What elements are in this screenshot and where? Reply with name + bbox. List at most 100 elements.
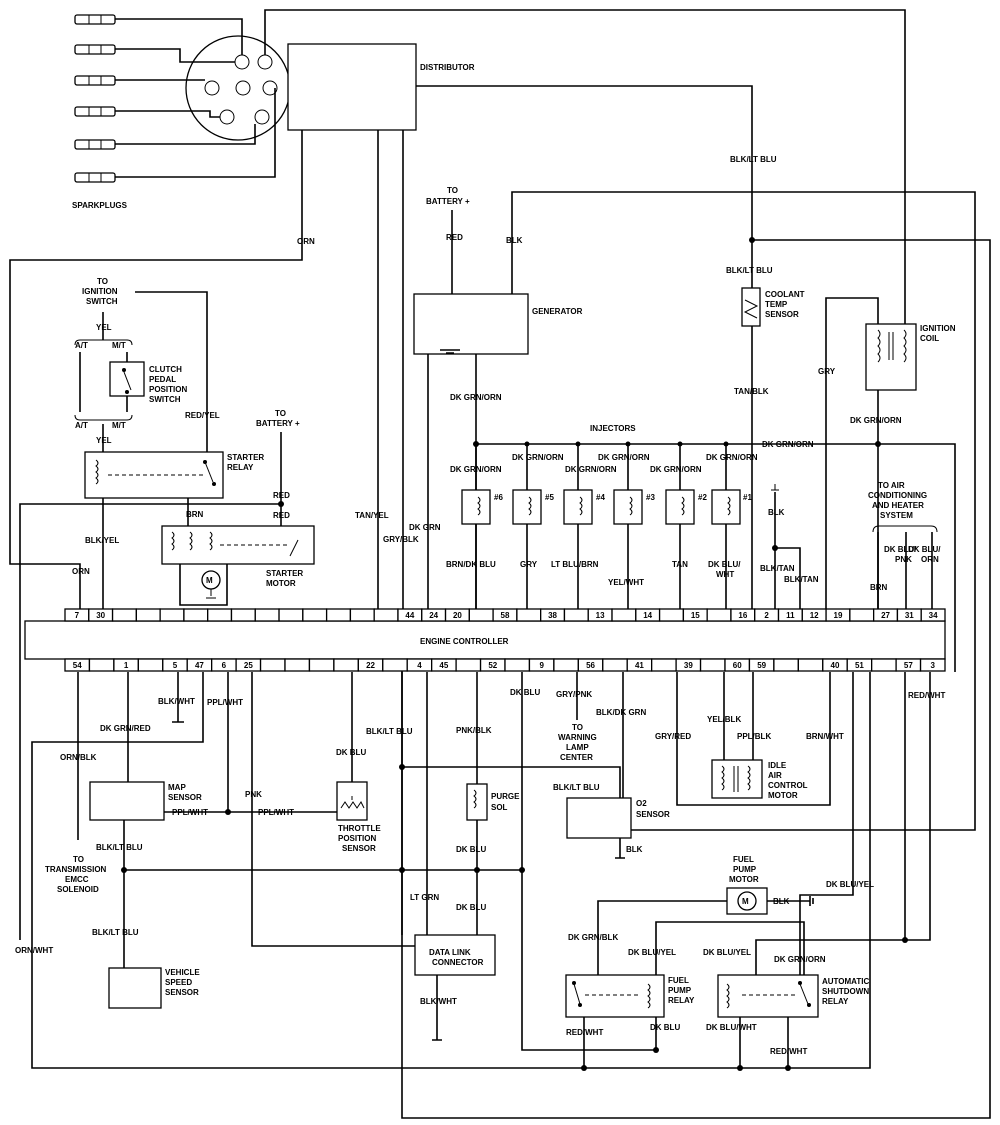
idle-air-control-motor (711, 759, 763, 799)
controller-pin-cell (382, 658, 408, 672)
controller-pin-label: 59 (757, 661, 766, 670)
svg-text:O2: O2 (636, 799, 647, 808)
controller-pin-label: 2 (764, 611, 769, 620)
svg-text:DATA LINK: DATA LINK (429, 948, 471, 957)
svg-text:TO: TO (275, 409, 286, 418)
svg-text:DK GRN/RED: DK GRN/RED (100, 724, 151, 733)
svg-text:DK GRN/ORN: DK GRN/ORN (762, 440, 814, 449)
svg-text:TRANSMISSION: TRANSMISSION (45, 865, 107, 874)
svg-text:PNK: PNK (895, 555, 912, 564)
controller-pin-label: 52 (488, 661, 497, 670)
controller-pin-cell (468, 608, 494, 622)
svg-text:M/T: M/T (112, 421, 126, 430)
svg-text:M: M (742, 897, 749, 906)
svg-text:RED: RED (446, 233, 463, 242)
controller-pin-cell (871, 658, 897, 672)
svg-text:BRN: BRN (870, 583, 888, 592)
svg-text:BLK/LT BLU: BLK/LT BLU (96, 843, 143, 852)
svg-text:BLK: BLK (768, 508, 785, 517)
svg-text:RED: RED (273, 511, 290, 520)
controller-pin-cell (230, 608, 256, 622)
svg-text:DK GRN/ORN: DK GRN/ORN (512, 453, 564, 462)
controller-pin-cell (308, 658, 335, 672)
controller-pin-cell (254, 608, 280, 622)
svg-text:DK BLU: DK BLU (336, 748, 366, 757)
ignition-coil (865, 323, 917, 391)
svg-text:TO: TO (73, 855, 84, 864)
controller-pin-label: 40 (831, 661, 840, 670)
svg-text:TAN: TAN (672, 560, 688, 569)
svg-text:DK BLU/YEL: DK BLU/YEL (628, 948, 676, 957)
controller-pin-cell (88, 658, 115, 672)
svg-text:RED: RED (273, 491, 290, 500)
controller-pin-cell (455, 658, 482, 672)
svg-text:POSITION: POSITION (149, 385, 187, 394)
svg-text:PPL/WHT: PPL/WHT (172, 808, 208, 817)
svg-text:DK GRN/ORN: DK GRN/ORN (850, 416, 902, 425)
svg-text:LT GRN: LT GRN (410, 893, 439, 902)
svg-text:ENGINE CONTROLLER: ENGINE CONTROLLER (420, 637, 509, 646)
svg-text:M: M (206, 576, 213, 585)
svg-text:BLK: BLK (626, 845, 643, 854)
svg-text:AND HEATER: AND HEATER (872, 501, 924, 510)
controller-pin-label: 27 (881, 611, 890, 620)
svg-text:BLK/WHT: BLK/WHT (158, 697, 195, 706)
svg-text:A/T: A/T (75, 341, 88, 350)
svg-text:VEHICLE: VEHICLE (165, 968, 200, 977)
svg-text:PPL/WHT: PPL/WHT (258, 808, 294, 817)
svg-text:PUMP: PUMP (668, 986, 692, 995)
svg-text:TO: TO (572, 723, 583, 732)
svg-text:CLUTCH: CLUTCH (149, 365, 182, 374)
svg-text:PNK/BLK: PNK/BLK (456, 726, 492, 735)
distributor: DISTRIBUTOR (185, 35, 475, 141)
controller-pin-label: 6 (222, 661, 227, 670)
svg-text:SENSOR: SENSOR (636, 810, 670, 819)
svg-text:RED/WHT: RED/WHT (566, 1028, 603, 1037)
map-sensor (89, 781, 165, 821)
controller-pin-cell (259, 658, 286, 672)
svg-text:BRN: BRN (186, 510, 204, 519)
svg-text:WHT: WHT (716, 570, 734, 579)
svg-text:#6: #6 (494, 493, 503, 502)
controller-pin-cell (651, 658, 677, 672)
controller-pin-label: 1 (124, 661, 129, 670)
controller-pin-cell (849, 608, 875, 622)
controller-pin-label: 11 (786, 611, 795, 620)
svg-text:POSITION: POSITION (338, 834, 376, 843)
controller-pin-label: 57 (904, 661, 913, 670)
o2-sensor (566, 797, 632, 839)
svg-text:TO: TO (97, 277, 108, 286)
controller-pin-label: 12 (810, 611, 819, 620)
svg-text:LAMP: LAMP (566, 743, 589, 752)
svg-text:GENERATOR: GENERATOR (532, 307, 583, 316)
injector-6: #6 (461, 441, 503, 612)
svg-text:DK GRN/ORN: DK GRN/ORN (450, 393, 502, 402)
svg-text:YEL: YEL (96, 436, 112, 445)
controller-pin-cell (563, 608, 589, 622)
injector-3: #3 (613, 441, 655, 612)
svg-text:BLK/TAN: BLK/TAN (784, 575, 819, 584)
svg-text:CONNECTOR: CONNECTOR (432, 958, 484, 967)
controller-pin-cell (773, 658, 799, 672)
svg-text:BLK: BLK (506, 236, 523, 245)
controller-pin-label: 19 (834, 611, 843, 620)
controller-pin-label: 34 (929, 611, 938, 620)
controller-pin-label: 22 (366, 661, 375, 670)
svg-text:DK BLU/: DK BLU/ (884, 545, 917, 554)
svg-text:SENSOR: SENSOR (165, 988, 199, 997)
svg-text:ORN/BLK: ORN/BLK (60, 753, 97, 762)
svg-text:MOTOR: MOTOR (768, 791, 798, 800)
svg-text:BLK/LT BLU: BLK/LT BLU (730, 155, 777, 164)
controller-pin-label: 56 (586, 661, 595, 670)
svg-text:DK GRN/BLK: DK GRN/BLK (568, 933, 618, 942)
svg-text:INJECTORS: INJECTORS (590, 424, 636, 433)
svg-text:STARTER: STARTER (227, 453, 264, 462)
svg-text:IGNITION: IGNITION (920, 324, 956, 333)
controller-pin-cell (602, 658, 628, 672)
svg-text:SOL: SOL (491, 803, 508, 812)
svg-text:SPEED: SPEED (165, 978, 192, 987)
svg-text:BLK/LT BLU: BLK/LT BLU (726, 266, 773, 275)
svg-text:TAN/BLK: TAN/BLK (734, 387, 769, 396)
svg-text:GRY/PNK: GRY/PNK (556, 690, 592, 699)
